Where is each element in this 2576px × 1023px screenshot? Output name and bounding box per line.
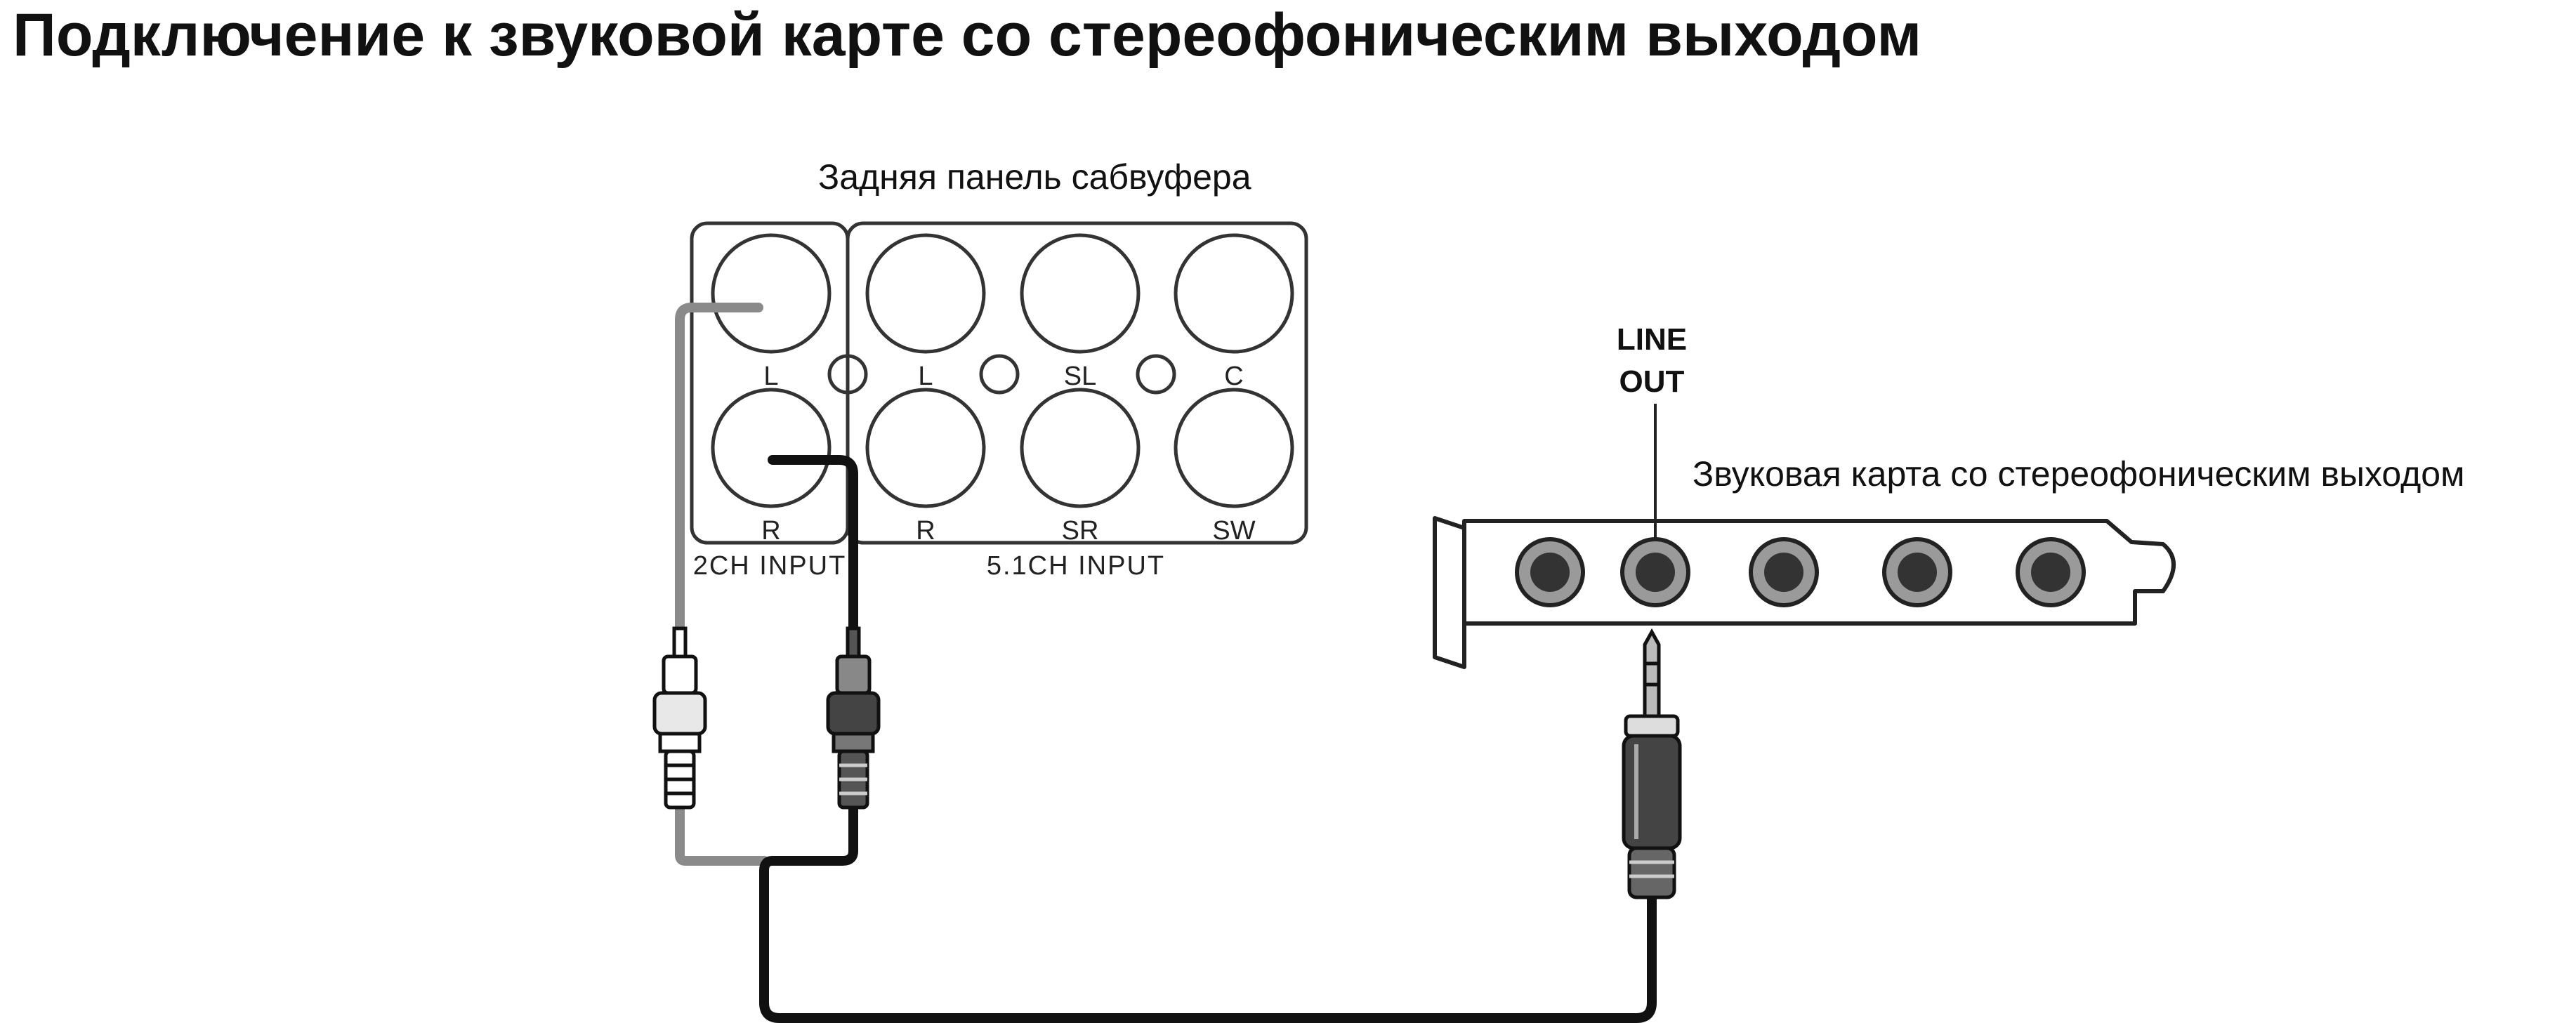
jack-51-sl[interactable]	[1020, 233, 1141, 354]
screw	[979, 354, 1020, 395]
jack-label: L	[918, 362, 933, 391]
page-title: Подключение к звуковой карте со стереофо…	[13, 1, 1922, 69]
jack-label: SR	[1062, 516, 1099, 546]
sound-card-caption: Звуковая карта со стереофоническим выход…	[1693, 454, 2465, 494]
51ch-input-panel	[846, 221, 1308, 545]
screw	[827, 354, 868, 395]
line-out-port[interactable]	[1620, 537, 1690, 607]
rca-plug-right[interactable]	[826, 626, 881, 810]
mini-jack-plug[interactable]	[1622, 628, 1682, 899]
cable-left	[675, 303, 769, 866]
line-out-label-2: OUT	[1619, 364, 1685, 399]
2ch-input-label: 2CH INPUT	[693, 551, 847, 581]
jack-2ch-r[interactable]	[711, 388, 832, 508]
port[interactable]	[2016, 537, 2086, 607]
line-out-label-1: LINE	[1617, 322, 1687, 357]
51ch-input-label: 5.1CH INPUT	[987, 551, 1165, 581]
rca-plug-left[interactable]	[652, 626, 707, 810]
screw	[1136, 354, 1176, 395]
jack-2ch-l[interactable]	[711, 233, 832, 354]
jack-label: R	[916, 516, 935, 546]
jack-label: L	[763, 362, 778, 391]
subwoofer-panel	[690, 221, 1308, 545]
jack-51-sr[interactable]	[1020, 388, 1141, 508]
jack-51-r[interactable]	[865, 388, 986, 508]
cable-right	[759, 455, 1657, 1023]
jack-51-sw[interactable]	[1174, 388, 1294, 508]
jack-51-c[interactable]	[1174, 233, 1294, 354]
jack-label: SL	[1064, 362, 1096, 391]
port[interactable]	[1882, 537, 1952, 607]
jack-51-l[interactable]	[865, 233, 986, 354]
jack-label: SW	[1212, 516, 1255, 546]
port[interactable]	[1515, 537, 1585, 607]
port[interactable]	[1749, 537, 1819, 607]
jack-label: R	[761, 516, 780, 546]
jack-label: C	[1224, 362, 1243, 391]
sound-card-ports	[1515, 537, 2086, 607]
subwoofer-caption: Задняя панель сабвуфера	[818, 157, 1251, 197]
